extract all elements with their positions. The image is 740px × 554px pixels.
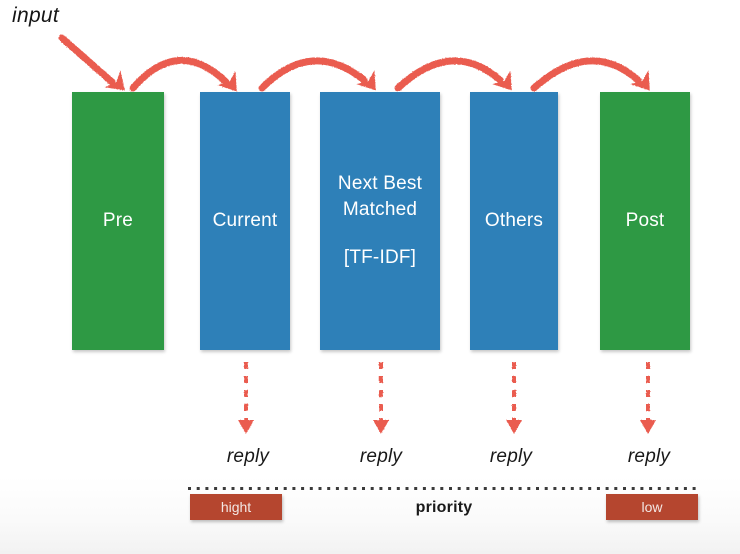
stage-title-post: Post <box>625 210 665 231</box>
reply-label-next-best-matched: reply <box>359 446 403 467</box>
stage-title-others: Others <box>484 210 544 231</box>
stage-title-current: Current <box>212 210 278 231</box>
priority-chip-low[interactable]: low <box>606 494 698 520</box>
stage-box-others[interactable]: Others <box>470 92 558 350</box>
stage-box-next-best-matched[interactable]: Next Best Matched [TF-IDF] <box>320 92 440 350</box>
stage-spacer <box>326 223 434 245</box>
priority-axis-title: priority <box>415 499 473 516</box>
stage-box-post[interactable]: Post <box>600 92 690 350</box>
stage-title-pre: Pre <box>102 210 134 231</box>
stage-box-pre[interactable]: Pre <box>72 92 164 350</box>
stage-subtitle-tfidf: [TF-IDF] <box>343 247 417 268</box>
priority-chip-high[interactable]: hight <box>190 494 282 520</box>
stage-title-next-best-matched: Next Best Matched <box>337 173 423 220</box>
input-label: input <box>12 4 60 27</box>
reply-label-others: reply <box>489 446 533 467</box>
reply-label-post: reply <box>627 446 671 467</box>
stage-box-current[interactable]: Current <box>200 92 290 350</box>
reply-label-current: reply <box>226 446 270 467</box>
